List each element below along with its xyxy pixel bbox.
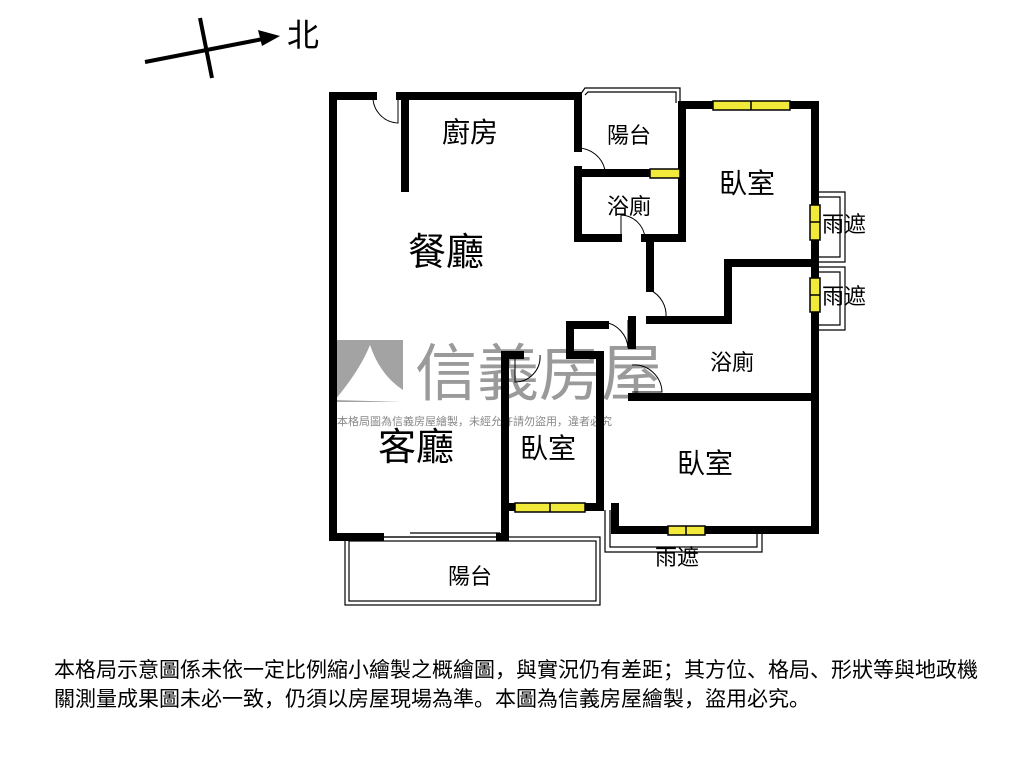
walls (329, 92, 819, 541)
doors (372, 95, 667, 393)
room-label-rain-cover-bottom: 雨遮 (655, 546, 699, 571)
windows (514, 100, 821, 536)
watermark-notice: 本格局圖為信義房屋繪製，未經允許請勿盜用，違者必究 (337, 414, 612, 428)
room-label-rain-cover-1: 雨遮 (822, 213, 866, 238)
room-label-bedroom-small: 臥室 (520, 432, 576, 465)
room-label-bath-mid: 浴廁 (710, 351, 754, 376)
watermark-logo (335, 340, 403, 402)
room-label-bedroom-top: 臥室 (719, 167, 775, 200)
room-label-kitchen: 廚房 (442, 116, 498, 149)
room-label-balcony-top: 陽台 (607, 124, 651, 149)
compass-arrow-icon (144, 17, 280, 79)
north-label: 北 (287, 16, 319, 54)
room-label-rain-cover-2: 雨遮 (822, 285, 866, 310)
watermark-brand: 信義房屋 (415, 337, 663, 410)
room-label-balcony-bottom: 陽台 (448, 565, 492, 590)
room-label-bedroom-large: 臥室 (677, 447, 733, 480)
disclaimer-text: 本格局示意圖係未依一定比例縮小繪製之概繪圖，與實況仍有差距；其方位、格局、形狀等… (54, 658, 978, 711)
balcony-outlines (344, 87, 846, 606)
room-label-dining: 餐廳 (408, 230, 484, 274)
room-label-living: 客廳 (378, 425, 454, 469)
room-label-bath-top: 浴廁 (607, 195, 651, 220)
